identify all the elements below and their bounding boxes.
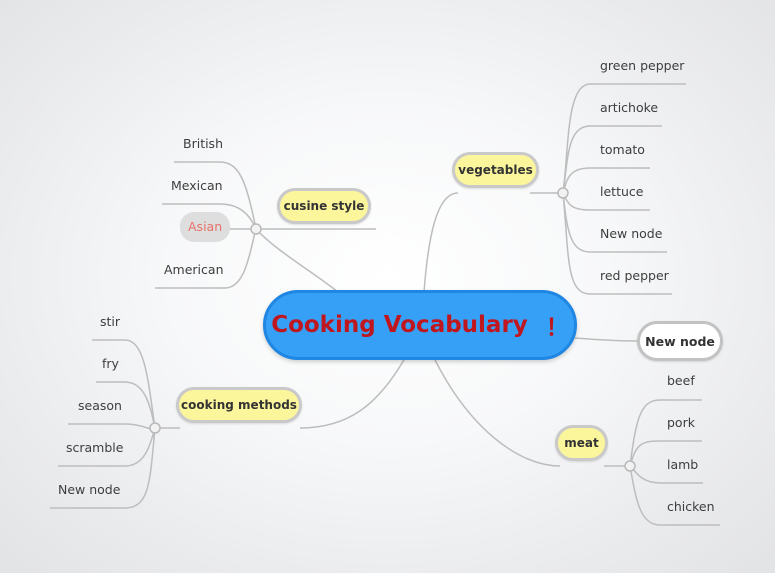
leaf-scramble[interactable]: scramble <box>66 440 124 455</box>
leaf-new-node-vegetables[interactable]: New node <box>600 226 663 241</box>
leaf-new-node-methods[interactable]: New node <box>58 482 121 497</box>
meat-junction <box>624 460 636 472</box>
leaf-season[interactable]: season <box>78 398 122 413</box>
leaf-stir[interactable]: stir <box>100 314 121 329</box>
topic-vegetables-label: vegetables <box>458 163 533 177</box>
leaf-beef[interactable]: beef <box>667 373 695 388</box>
leaf-artichoke[interactable]: artichoke <box>600 100 659 115</box>
leaf-lamb[interactable]: lamb <box>667 457 699 472</box>
leaf-american[interactable]: American <box>164 262 224 277</box>
topic-new-node[interactable]: New node <box>637 321 723 361</box>
topic-meat-label: meat <box>564 436 599 450</box>
leaf-green-pepper[interactable]: green pepper <box>600 58 685 73</box>
central-topic-label: Cooking Vocabulary <box>271 312 528 338</box>
leaf-mexican[interactable]: Mexican <box>171 178 223 193</box>
topic-cooking-methods[interactable]: cooking methods <box>176 387 302 423</box>
leaf-asian[interactable]: Asian <box>180 212 231 242</box>
cooking-methods-junction <box>149 422 161 434</box>
vegetables-junction <box>557 187 569 199</box>
topic-cusine-style-label: cusine style <box>283 199 365 213</box>
leaf-fry[interactable]: fry <box>102 356 119 371</box>
leaf-chicken[interactable]: chicken <box>667 499 715 514</box>
topic-vegetables[interactable]: vegetables <box>452 152 539 188</box>
exclamation-mark: ！ <box>545 315 569 341</box>
leaf-tomato[interactable]: tomato <box>600 142 645 157</box>
topic-cooking-methods-label: cooking methods <box>181 398 297 412</box>
leaf-pork[interactable]: pork <box>667 415 695 430</box>
central-topic[interactable]: Cooking Vocabulary ！ <box>263 290 577 360</box>
leaf-red-pepper[interactable]: red pepper <box>600 268 669 283</box>
topic-meat[interactable]: meat <box>555 425 608 461</box>
cusine-style-junction <box>250 223 262 235</box>
leaf-british[interactable]: British <box>183 136 223 151</box>
topic-new-node-label: New node <box>645 333 715 349</box>
topic-cusine-style[interactable]: cusine style <box>277 188 371 224</box>
leaf-lettuce[interactable]: lettuce <box>600 184 644 199</box>
